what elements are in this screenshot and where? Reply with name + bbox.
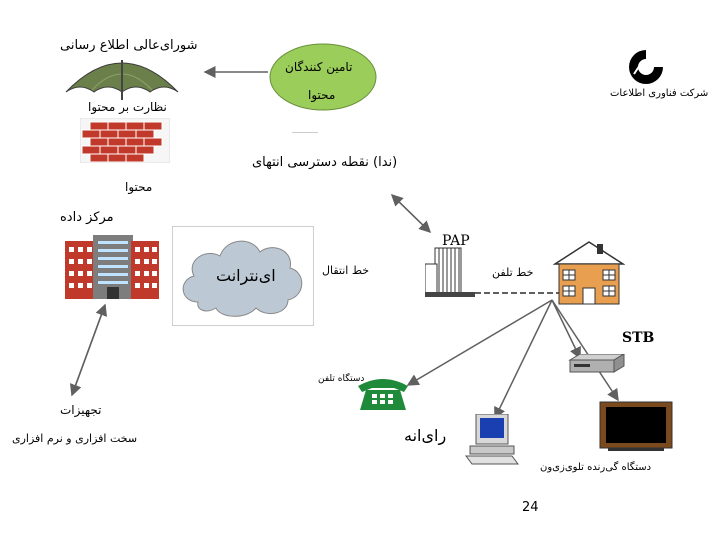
providers-content-label: محتوا xyxy=(308,88,335,102)
data-center-building-icon xyxy=(65,235,160,300)
internet-label: ای‌نترانت xyxy=(216,266,276,285)
arrow-hub-to-stb xyxy=(552,300,580,358)
neda-label: (ندا) نقطه دسترسی انتهای xyxy=(252,155,397,170)
telephone-icon xyxy=(354,374,412,412)
data-center-label: مرکز داده xyxy=(60,210,114,225)
arrow-hub-to-phone xyxy=(408,300,552,385)
tv-receiver-label: دستگاه گی‌رنده تلوی‌زی‌ون xyxy=(540,462,651,473)
tv-icon xyxy=(598,400,674,452)
divider xyxy=(292,132,318,133)
set-top-box-icon xyxy=(568,354,626,374)
umbrella-icon xyxy=(62,52,182,100)
company-label: شرکت فناوری اطلاعات xyxy=(610,88,708,99)
providers-label: تامین کنندگان xyxy=(285,60,352,74)
high-council-label: شورای‌عالی اطلاع رسانی xyxy=(60,38,198,53)
company-logo-icon xyxy=(626,48,666,86)
computer-icon xyxy=(462,414,522,466)
arrow-hub-to-computer xyxy=(495,300,552,418)
hardware-software-label: سخت افزاری و نرم افزاری xyxy=(12,432,137,445)
equipment-label: تجهیزات xyxy=(60,403,102,417)
page-number: 24 xyxy=(522,500,539,515)
transfer-line-label: خط انتقال xyxy=(322,264,369,277)
pap-building-icon xyxy=(425,246,475,298)
arrow-hub-to-tv xyxy=(552,300,618,400)
computer-label: رای‌انه xyxy=(404,426,446,445)
supervision-label: نظارت بر محتوا xyxy=(88,100,167,114)
content-label-wall: محتوا xyxy=(125,180,152,194)
brick-wall-icon xyxy=(80,118,170,163)
stb-label: STB xyxy=(622,330,654,346)
phone-line-label: خط تلفن xyxy=(492,266,533,279)
house-icon xyxy=(553,240,625,306)
